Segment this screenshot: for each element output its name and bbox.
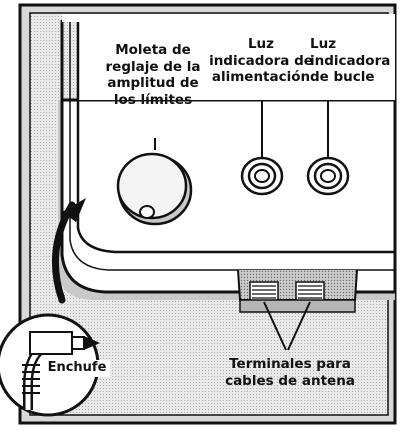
power-light-label: Luz indicadora de alimentación <box>200 36 322 86</box>
knob-label-line: los límites <box>113 91 193 108</box>
power-light-label-line: indicadora de <box>209 52 313 69</box>
power-light-label-line: Luz <box>247 36 275 52</box>
plug-label: Enchufe <box>44 360 110 377</box>
loop-light-label-line: Luz <box>310 36 337 52</box>
plug-label-text: Enchufe <box>47 360 107 375</box>
knob-label-line: Moleta de <box>115 42 191 58</box>
terminals-label-line: cables de antena <box>225 372 355 389</box>
knob-label-line: amplitud de <box>107 75 199 91</box>
terminals-label: Terminales para cables de antena <box>225 356 355 389</box>
terminal-block <box>237 269 358 351</box>
terminals-label-line: Terminales para <box>229 356 351 372</box>
loop-light-label: Luz indicadora de bucle <box>310 36 390 86</box>
power-indicator-light <box>240 100 284 196</box>
limit-amplitude-knob <box>116 138 193 226</box>
power-light-label-line: alimentación <box>211 69 311 85</box>
loop-light-label-line: de bucle <box>310 69 375 85</box>
insertion-arrow <box>51 198 86 304</box>
device-body <box>58 14 397 300</box>
knob-label-line: reglaje de la <box>105 58 201 75</box>
loop-light-label-line: indicadora <box>310 52 391 69</box>
knob-label: Moleta de reglaje de la amplitud de los … <box>88 42 218 108</box>
loop-indicator-light <box>306 100 350 196</box>
